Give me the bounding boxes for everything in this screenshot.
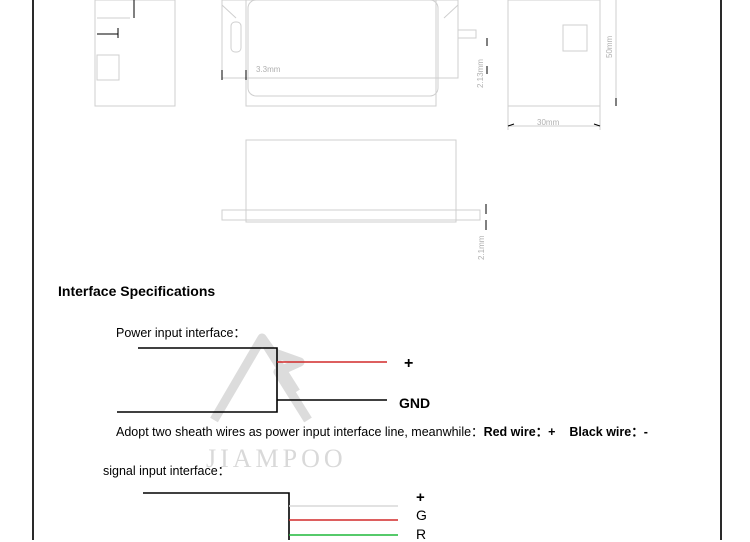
dim-label-2: 2.13mm (476, 59, 485, 88)
signal-sheath-outline (143, 492, 290, 540)
power-interface-label: Power input interface： (116, 326, 246, 340)
wire-note-text: Adopt two sheath wires as power input in… (116, 425, 484, 439)
center-view-body (221, 0, 459, 79)
red-wire-note: Red wire：+ (483, 425, 556, 439)
left-view-marks (97, 0, 135, 38)
dim-label-3: 50mm (605, 35, 614, 58)
power-sheath-outline (117, 347, 278, 413)
left-view-outline (94, 0, 176, 107)
side-view-marks (507, 98, 617, 127)
wire-note: Adopt two sheath wires as power input in… (116, 421, 648, 440)
signal-interface-label: signal input interface： (103, 464, 231, 478)
slot (230, 21, 242, 53)
bottom-view-body (245, 139, 457, 223)
center-view-pin (457, 29, 477, 39)
side-view (507, 0, 617, 130)
watermark-text: JIAMPOO (206, 444, 347, 473)
power-wiring (117, 347, 387, 413)
black-wire-note: Black wire：- (569, 425, 648, 439)
bottom-view-flange (221, 209, 481, 221)
left-view (94, 0, 176, 107)
power-gnd-label: GND (399, 395, 431, 411)
signal-g-label: G (416, 507, 427, 523)
center-view-inner (247, 0, 439, 97)
section-heading: Interface Specifications (58, 283, 216, 299)
page-frame-right (720, 0, 722, 540)
signal-plus-label: + (416, 489, 425, 506)
side-view-tab (562, 24, 588, 52)
dim-label-4: 30mm (537, 118, 560, 127)
center-dimension-marks (221, 38, 488, 80)
center-view (221, 0, 477, 107)
signal-wiring (143, 492, 398, 540)
center-view-base (245, 0, 437, 107)
dim-label-1: 3.3mm (256, 65, 281, 74)
dim-label-5: 2.1mm (477, 235, 486, 260)
side-view-outline (507, 0, 601, 107)
signal-r-label: R (416, 526, 427, 542)
page-frame-left (32, 0, 34, 540)
bottom-view (221, 139, 481, 223)
left-view-tab (96, 54, 120, 81)
watermark-logo (210, 333, 312, 423)
power-plus-label: + (404, 355, 414, 372)
